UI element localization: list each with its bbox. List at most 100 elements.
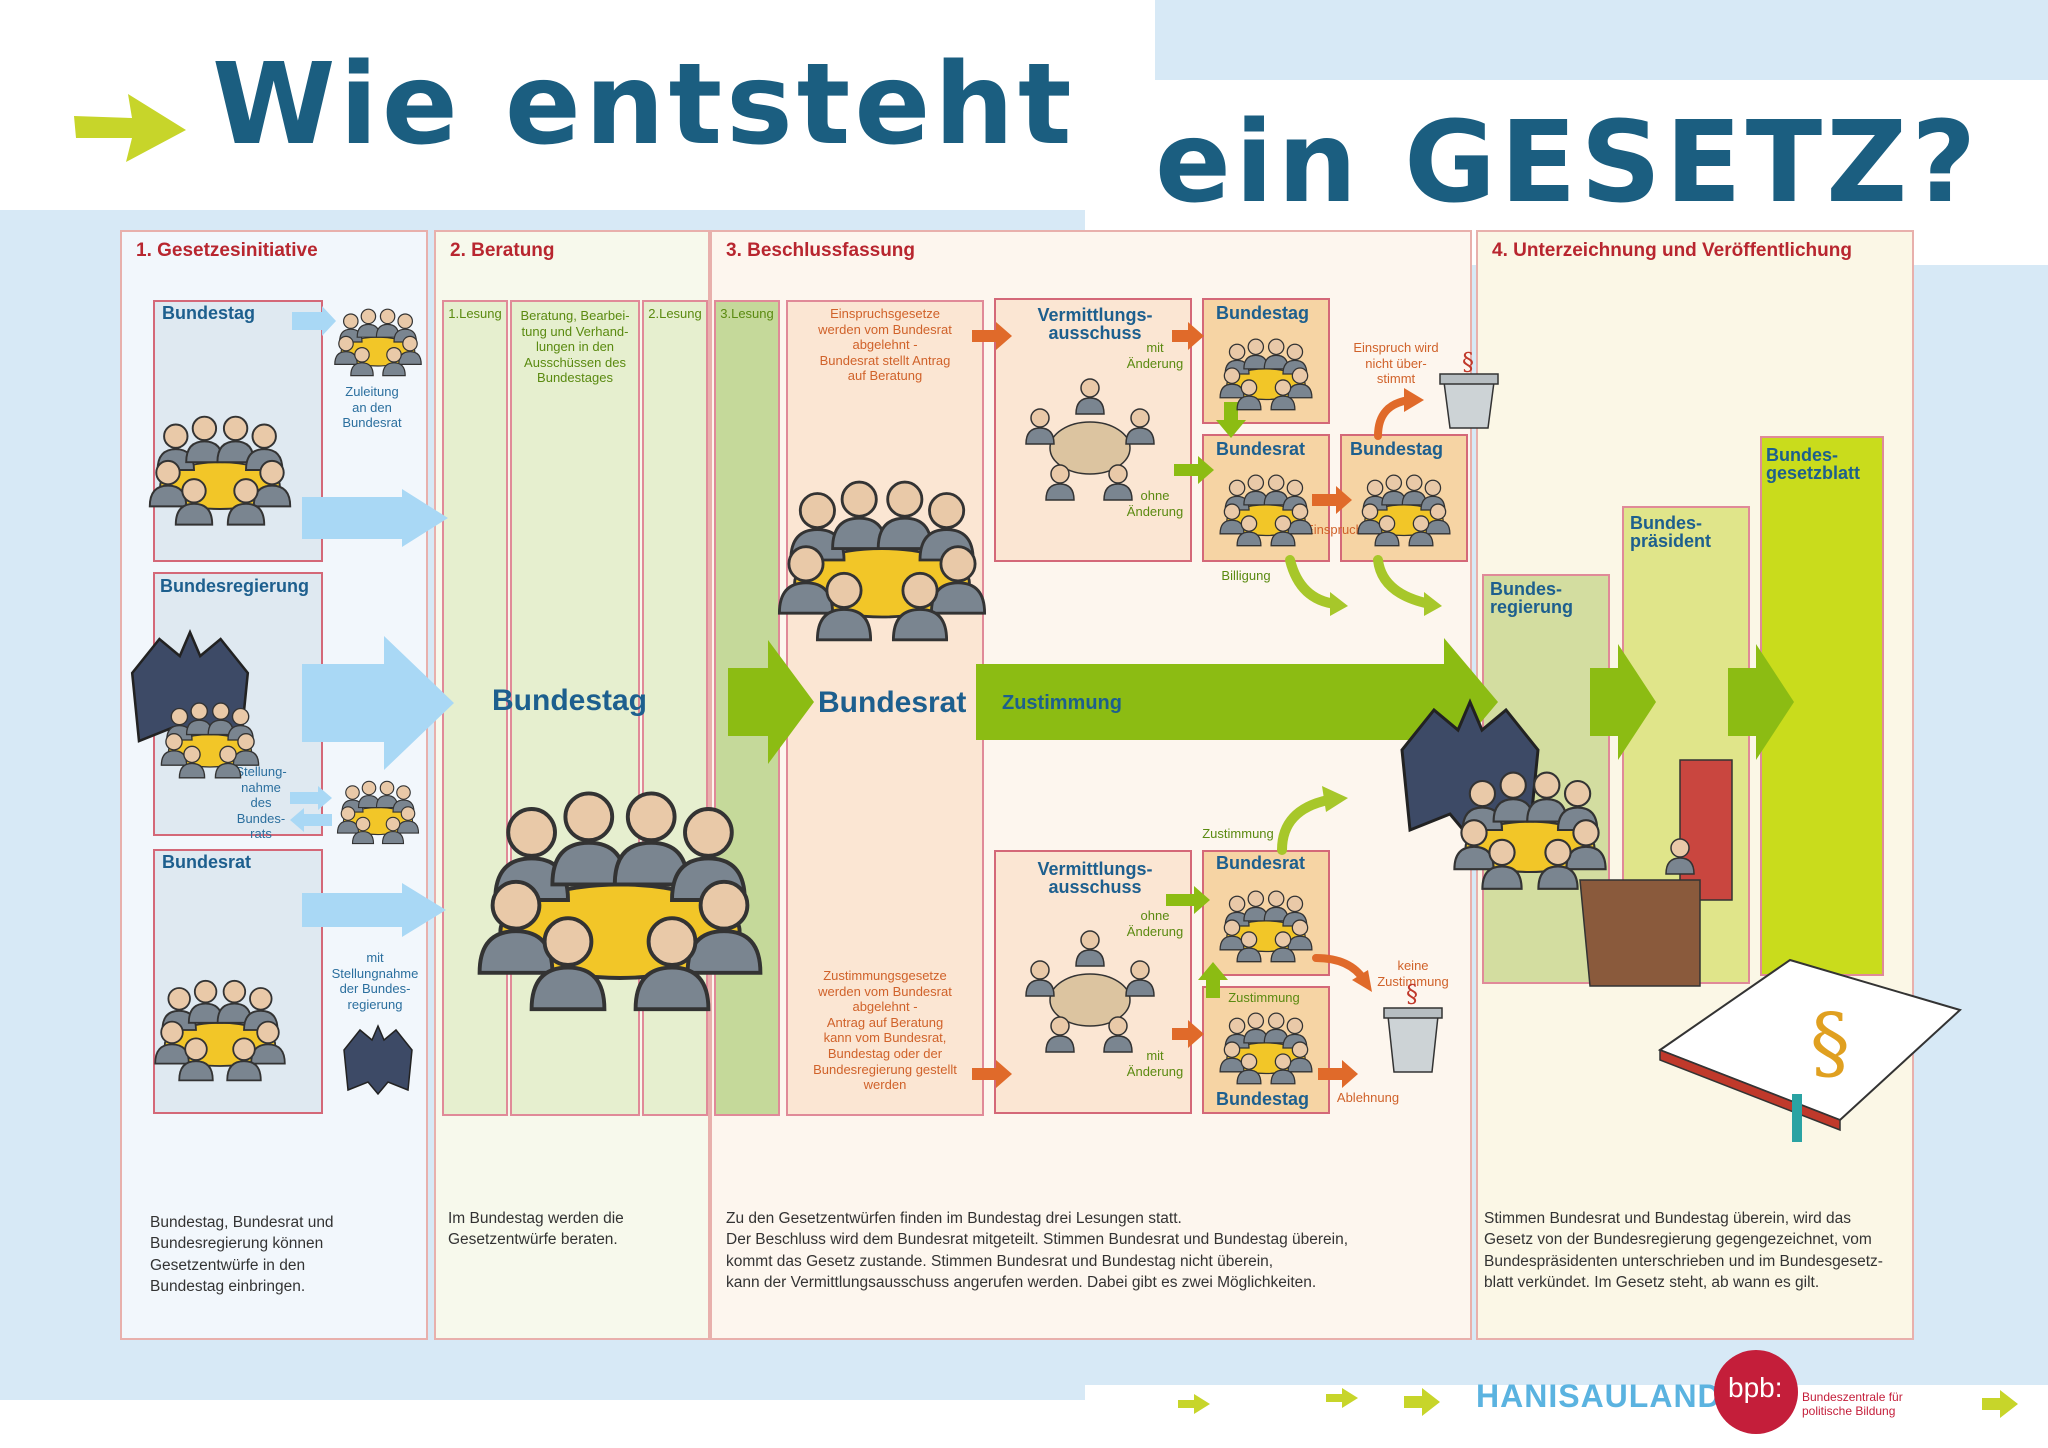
curve-arrow-icon xyxy=(1285,555,1341,609)
text-einspruchsgesetze: Einspruchsgesetze werden vom Bundesrat a… xyxy=(818,306,952,384)
arrow-right-icon xyxy=(1728,644,1794,760)
bpb-logo-text: bpb: xyxy=(1728,1372,1783,1403)
arrow-right-icon xyxy=(728,640,814,764)
crowd-icon xyxy=(155,981,285,1081)
text-zustimmung-lower: Zustimmung xyxy=(1228,990,1300,1005)
label-bundestag-mr2: Bundestag xyxy=(1350,439,1444,459)
text-stellungnahme: Stellung- nahme des Bundes- rats xyxy=(235,764,287,842)
label-bundestag-tr: Bundestag xyxy=(1216,303,1310,323)
label-bundesregierung-initiative: Bundesregierung xyxy=(160,576,310,596)
table-round-icon xyxy=(1025,930,1155,1053)
crowd-icon xyxy=(1220,1013,1312,1084)
label-vermittlung-bottom: Vermittlungs- ausschuss xyxy=(1037,859,1153,897)
description-initiative: Bundestag, Bundesrat und Bundesregierung… xyxy=(150,1214,334,1296)
text-mit-stellungnahme: mit Stellungnahme der Bundes- regierung xyxy=(331,950,419,1012)
label-stack-bundesgesetzblatt: Bundes- gesetzblatt xyxy=(1766,445,1861,483)
crowd-icon xyxy=(1220,339,1312,410)
label-stack-bundesregierung: Bundes- regierung xyxy=(1490,579,1574,617)
curve-arrow-icon xyxy=(1277,795,1333,855)
svg-text:§: § xyxy=(1810,996,1850,1089)
arrow-right-icon xyxy=(1172,1020,1204,1048)
page-title-line2: ein GESETZ? xyxy=(1155,98,1981,228)
table-round-icon xyxy=(1025,378,1155,501)
text-ohne-aenderung-bottom: ohne Änderung xyxy=(1126,908,1184,939)
arrow-right-icon xyxy=(1982,1390,2018,1418)
footer-arrows xyxy=(1178,1388,2018,1418)
arrow-right-icon xyxy=(1404,1388,1440,1416)
text-lesung1: 1.Lesung xyxy=(448,306,502,321)
arrow-right-icon xyxy=(1174,456,1214,484)
arrow-right-icon xyxy=(972,322,1012,350)
bpb-name: Bundeszentrale für politische Bildung xyxy=(1802,1390,1903,1419)
column-heading: 4. Unterzeichnung und Veröffentlichung xyxy=(1492,240,1852,261)
text-einspruch: Einspruch xyxy=(1305,522,1363,537)
text-zuleitung: Zuleitung an den Bundesrat xyxy=(342,384,402,431)
crowd-icon xyxy=(150,417,290,525)
label-zustimmung-big: Zustimmung xyxy=(1002,692,1122,714)
text-lesung2: 2.Lesung xyxy=(648,306,702,321)
hanisauland-logo: HANISAULAND xyxy=(1476,1378,1722,1414)
crowd-icon xyxy=(338,781,419,843)
text-lesung3: 3.Lesung xyxy=(720,306,774,321)
svg-text:§: § xyxy=(1406,980,1418,1008)
curve-arrow-icon xyxy=(1373,555,1435,609)
column-heading: 2. Beratung xyxy=(450,240,555,261)
arrow-right-icon xyxy=(1326,1388,1358,1408)
crowd-icon xyxy=(335,309,421,375)
description-beratung: Im Bundestag werden die Gesetzentwürfe b… xyxy=(448,1210,624,1249)
text-ablehnung: Ablehnung xyxy=(1336,1090,1400,1105)
crowd-icon xyxy=(480,793,761,1009)
text-mit-aenderung-top: mit Änderung xyxy=(1126,340,1184,371)
label-bundesrat-big: Bundesrat xyxy=(818,686,967,719)
arrow-right-icon xyxy=(976,638,1498,766)
arrow-down-icon xyxy=(1216,402,1246,438)
text-einspruch-nicht: Einspruch wird nicht über- stimmt xyxy=(1353,340,1439,387)
arrow-right-icon xyxy=(1172,322,1204,350)
crowd-icon xyxy=(1220,891,1312,962)
text-zustimmung-small: Zustimmung xyxy=(1202,826,1274,841)
label-bundestag-initiative: Bundestag xyxy=(162,303,256,323)
crowd-icon xyxy=(1220,475,1312,546)
label-bundestag-big: Bundestag xyxy=(492,684,648,717)
bpb-logo-circle: bpb: xyxy=(1714,1350,1798,1434)
crowd-icon xyxy=(1358,475,1450,546)
text-ohne-aenderung-top: ohne Änderung xyxy=(1126,488,1184,519)
text-ausschuesse: Beratung, Bearbei- tung und Verhand- lun… xyxy=(520,308,630,386)
label-bundesrat-lower: Bundesrat xyxy=(1216,853,1306,873)
box-bundestag-mr2 xyxy=(1340,434,1468,562)
page-title-line1: Wie entsteht xyxy=(212,40,1076,170)
text-keine-zustimmung: keine Zustimmung xyxy=(1377,958,1449,989)
president-desk-icon xyxy=(1579,759,1733,987)
arrow-right-icon xyxy=(1590,644,1656,760)
description-unterzeichnung: Stimmen Bundesrat und Bundestag überein,… xyxy=(1484,1210,1883,1292)
trash-bin-icon: § xyxy=(1439,348,1499,429)
svg-text:§: § xyxy=(1462,348,1474,376)
arrow-right-icon xyxy=(290,306,454,937)
arrow-up-icon xyxy=(1198,962,1228,998)
trash-bin-icon: § xyxy=(1383,980,1443,1073)
label-stack-bundespraesident: Bundes- präsident xyxy=(1630,513,1712,551)
label-vermittlung-top: Vermittlungs- ausschuss xyxy=(1037,305,1153,343)
label-bundesrat-mr: Bundesrat xyxy=(1216,439,1306,459)
arrow-right-icon xyxy=(1318,1060,1358,1088)
text-zustimmungsgesetze: Zustimmungsgesetze werden vom Bundesrat … xyxy=(813,968,957,1093)
label-bundestag-lower: Bundestag xyxy=(1216,1089,1310,1109)
label-bundesrat-initiative: Bundesrat xyxy=(162,852,252,872)
bg-band-top-right xyxy=(1155,0,2048,80)
text-billigung: Billigung xyxy=(1221,568,1271,583)
description-beschluss: Zu den Gesetzentwürfen finden im Bundest… xyxy=(726,1210,1349,1292)
arrow-right-icon xyxy=(1166,886,1210,914)
arrow-right-icon xyxy=(972,1060,1012,1088)
arrow-right-icon xyxy=(1178,1394,1210,1414)
column-heading: 3. Beschlussfassung xyxy=(726,240,916,261)
text-mit-aenderung-bottom: mit Änderung xyxy=(1126,1048,1184,1079)
eagle-icon xyxy=(343,1025,413,1095)
title-arrow-icon xyxy=(74,94,186,162)
column-heading: 1. Gesetzesinitiative xyxy=(136,240,318,261)
law-book-icon: § xyxy=(1657,958,1962,1142)
crowd-icon xyxy=(779,482,984,640)
arrow-right-icon xyxy=(1312,486,1352,514)
strip-lesung1 xyxy=(442,300,508,1116)
